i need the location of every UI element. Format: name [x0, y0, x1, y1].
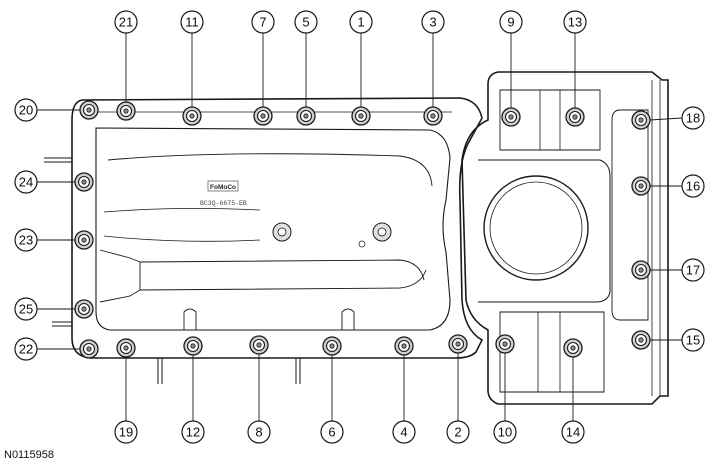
bolt-16 [631, 176, 651, 196]
callout-9: 9 [499, 10, 523, 34]
callout-23: 23 [14, 228, 38, 252]
svg-text:16: 16 [686, 179, 700, 194]
bolt-15 [631, 330, 651, 350]
svg-text:17: 17 [686, 263, 700, 278]
bolt-9 [501, 107, 521, 127]
bolt-5 [296, 106, 316, 126]
callout-15: 15 [681, 328, 705, 352]
bolt-14 [563, 338, 583, 358]
callout-6: 6 [320, 420, 344, 444]
callout-7: 7 [251, 10, 275, 34]
callout-16: 16 [681, 174, 705, 198]
figure-reference-id: N0115958 [4, 449, 54, 461]
bolt-4 [394, 336, 414, 356]
svg-text:23: 23 [19, 233, 33, 248]
svg-text:14: 14 [566, 425, 580, 440]
callout-11: 11 [180, 10, 204, 34]
bolt-3 [423, 106, 443, 126]
oil-pan-illustration: FoMoCo BC3Q-6675-EB [44, 71, 669, 405]
bolt-18 [631, 110, 651, 130]
callout-5: 5 [294, 10, 318, 34]
bolt-17 [631, 260, 651, 280]
svg-text:15: 15 [686, 333, 700, 348]
bolt-heads [74, 100, 651, 359]
bolt-6 [322, 336, 342, 356]
bolt-2 [448, 334, 468, 354]
callout-13: 13 [563, 10, 587, 34]
casting-tag: FoMoCo [210, 184, 236, 191]
callout-1: 1 [349, 10, 373, 34]
callout-25: 25 [14, 297, 38, 321]
callout-10: 10 [493, 420, 517, 444]
bolt-13 [565, 107, 585, 127]
bolt-1 [351, 106, 371, 126]
bolt-25 [74, 299, 94, 319]
callout-12: 12 [181, 420, 205, 444]
svg-text:8: 8 [255, 425, 262, 440]
bolt-7 [253, 106, 273, 126]
callout-24: 24 [14, 170, 38, 194]
callout-19: 19 [114, 420, 138, 444]
svg-text:4: 4 [400, 425, 407, 440]
svg-text:2: 2 [454, 425, 461, 440]
svg-text:21: 21 [119, 15, 133, 30]
svg-text:5: 5 [302, 15, 309, 30]
svg-text:1: 1 [357, 15, 364, 30]
bolt-11 [182, 106, 202, 126]
callout-3: 3 [421, 10, 445, 34]
callouts: 21 11 7 5 1 3 9 13 20 18 24 16 23 17 25 … [14, 10, 705, 444]
svg-text:20: 20 [19, 103, 33, 118]
bolt-19 [116, 338, 136, 358]
svg-text:10: 10 [498, 425, 512, 440]
svg-text:22: 22 [19, 342, 33, 357]
bolt-22 [79, 339, 99, 359]
callout-20: 20 [14, 98, 38, 122]
bolt-23 [74, 230, 94, 250]
callout-4: 4 [392, 420, 416, 444]
svg-text:19: 19 [119, 425, 133, 440]
svg-text:11: 11 [185, 15, 199, 30]
svg-text:3: 3 [429, 15, 436, 30]
svg-text:18: 18 [686, 111, 700, 126]
bolt-20 [79, 100, 99, 120]
bolt-8 [249, 335, 269, 355]
bolt-24 [74, 172, 94, 192]
callout-18: 18 [681, 106, 705, 130]
svg-text:6: 6 [328, 425, 335, 440]
callout-21: 21 [114, 10, 138, 34]
svg-text:9: 9 [507, 15, 514, 30]
callout-8: 8 [247, 420, 271, 444]
svg-text:24: 24 [19, 175, 33, 190]
svg-text:25: 25 [19, 302, 33, 317]
bolt-10 [495, 334, 515, 354]
svg-text:12: 12 [186, 425, 200, 440]
callout-22: 22 [14, 337, 38, 361]
svg-text:13: 13 [568, 15, 582, 30]
bolt-12 [183, 336, 203, 356]
callout-2: 2 [446, 420, 470, 444]
callout-14: 14 [561, 420, 585, 444]
casting-code: BC3Q-6675-EB [200, 200, 247, 207]
bolt-21 [116, 101, 136, 121]
svg-text:7: 7 [259, 15, 266, 30]
leader-lines [37, 33, 683, 421]
callout-17: 17 [681, 258, 705, 282]
